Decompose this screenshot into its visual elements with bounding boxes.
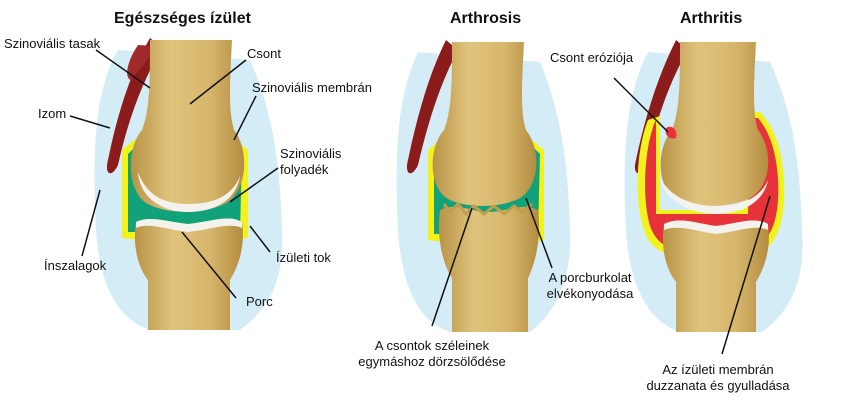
label-csontok-szeleinek-line-1: A csontok széleinek — [374, 338, 490, 353]
label-porcburkolat-line-1: A porcburkolat — [548, 270, 632, 285]
title-arthritis: Arthritis — [680, 10, 743, 27]
label-porcburkolat-line-2: elvékonyodása — [546, 286, 634, 301]
bone-erosion-arthritis — [665, 126, 677, 139]
leader-izom — [69, 115, 111, 129]
label-csontok-szeleinek-line-2: egymáshoz dörzsölődése — [358, 354, 506, 369]
title-healthy-joint: Egészséges ízület — [114, 10, 251, 27]
label-porcburkolat: A porcburkolat elvékonyodása — [536, 270, 644, 302]
label-izuleti-tok: Ízületi tok — [276, 250, 331, 265]
label-szinovialis-folyadek-line-2: folyadék — [280, 162, 329, 177]
label-membran-duzzanata: Az ízületi membrán duzzanata és gyulladá… — [636, 362, 800, 394]
label-porc: Porc — [246, 294, 273, 309]
healthy-joint-illustration — [94, 38, 283, 330]
leader-csont — [189, 59, 247, 105]
muscle-healthy — [106, 38, 162, 174]
lower-bone-arthritis — [662, 220, 769, 332]
leader-csont-erozioja — [613, 77, 669, 133]
leader-szinovialis-tasak — [95, 49, 151, 89]
label-szinovialis-membran: Szinoviális membrán — [252, 80, 372, 95]
arthrosis-joint-illustration — [396, 40, 571, 332]
label-szinovialis-tasak: Szinoviális tasak — [4, 36, 101, 51]
arthritis-joint-illustration — [624, 40, 803, 332]
upper-bone-arthritis — [660, 42, 769, 206]
label-csont: Csont — [247, 46, 281, 61]
leader-porc — [181, 231, 237, 299]
leader-porcburkolat — [525, 197, 553, 269]
label-inszalagok: Ínszalagok — [44, 258, 107, 273]
lower-bone-healthy — [134, 218, 243, 330]
upper-bone-arthrosis — [432, 42, 537, 206]
leader-lines — [69, 49, 771, 355]
title-arthrosis: Arthrosis — [450, 10, 522, 27]
label-szinovialis-folyadek-line-1: Szinoviális — [280, 146, 342, 161]
leader-inszalagok — [81, 189, 101, 257]
muscle-arthrosis — [406, 40, 458, 174]
label-szinovialis-folyadek: Szinoviális folyadék — [280, 146, 341, 178]
label-csont-erozioja: Csont eróziója — [550, 50, 634, 65]
leader-szinovialis-membran — [233, 95, 257, 141]
label-csontok-szeleinek: A csontok széleinek egymáshoz dörzsölődé… — [350, 338, 514, 370]
leader-membran-duzzanata — [721, 195, 771, 355]
leader-izuleti-tok — [249, 225, 271, 253]
leader-csontok-szeleinek — [431, 207, 473, 327]
label-izom: Izom — [38, 106, 67, 121]
label-membran-duzzanata-line-2: duzzanata és gyulladása — [646, 378, 790, 393]
leader-szinovialis-folyadek — [229, 167, 279, 203]
label-membran-duzzanata-line-1: Az ízületi membrán — [662, 362, 774, 377]
lower-bone-arthrosis — [438, 206, 540, 332]
